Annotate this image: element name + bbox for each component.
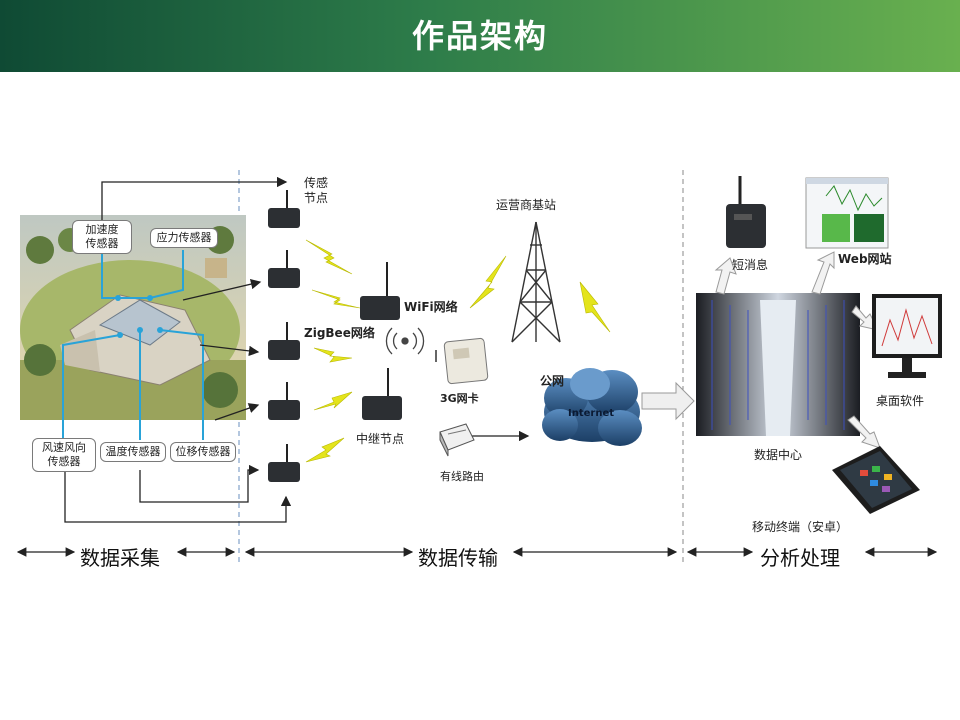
label-relay: 中继节点 (356, 432, 405, 446)
page-title: 作品架构 (411, 17, 548, 55)
label-mobile: 移动终端（安卓） (752, 520, 849, 534)
label-zigbee: ZigBee网络 (304, 326, 375, 340)
base-station-tower (511, 221, 561, 343)
router-icon (439, 423, 475, 457)
datacenter-image (696, 293, 860, 436)
label-sms: 短消息 (732, 258, 769, 272)
tablet-icon (832, 446, 920, 514)
arrow-stress-node (182, 279, 262, 301)
label-base-station: 运营商基站 (496, 198, 557, 212)
relay-node (362, 368, 402, 420)
arrow-photo-node4 (214, 403, 260, 421)
section-collect: 数据采集 (76, 542, 164, 571)
arrow-accel-node (101, 176, 288, 222)
sensor-points (115, 295, 163, 338)
arrow-temp-node (139, 464, 260, 503)
label-wifi: WiFi网络 (404, 300, 458, 314)
sms-modem-icon (726, 176, 766, 248)
label-3g-card: 3G网卡 (440, 392, 479, 405)
sensor-nodes (268, 190, 300, 482)
sensor-disp: 位移传感器 (170, 442, 236, 462)
sensor-wind: 风速风向 传感器 (32, 438, 96, 472)
building-photo (20, 215, 246, 420)
label-public-net: 公网 (540, 374, 565, 388)
datacenter-out-arrows (714, 251, 881, 449)
wifi-signal-icon (385, 327, 425, 355)
lightning-bolts (305, 239, 611, 463)
sensor-stress: 应力传感器 (150, 228, 218, 248)
arrow-cloud-datacenter (641, 381, 695, 421)
internet-cloud (542, 368, 642, 446)
label-desktop: 桌面软件 (876, 394, 925, 408)
label-sensor-node: 传感 节点 (304, 176, 329, 205)
desktop-monitor-icon (872, 294, 942, 378)
arrow-photo-node3 (199, 344, 260, 357)
sensor-temp: 温度传感器 (100, 442, 166, 462)
title-bar: 作品架构 (0, 0, 960, 72)
arrow-wind-node (64, 470, 292, 523)
sensor-lines (62, 250, 204, 440)
sensor-accel: 加速度 传感器 (72, 220, 132, 254)
web-site-screenshot (805, 177, 889, 249)
section-transfer: 数据传输 (414, 542, 502, 571)
label-internet: Internet (568, 408, 615, 419)
label-datacenter: 数据中心 (754, 448, 803, 462)
label-router: 有线路由 (440, 470, 484, 483)
3g-card-icon (435, 337, 489, 385)
label-web: Web网站 (838, 252, 892, 266)
section-analyze: 分析处理 (756, 542, 844, 571)
wifi-gateway (360, 262, 400, 320)
